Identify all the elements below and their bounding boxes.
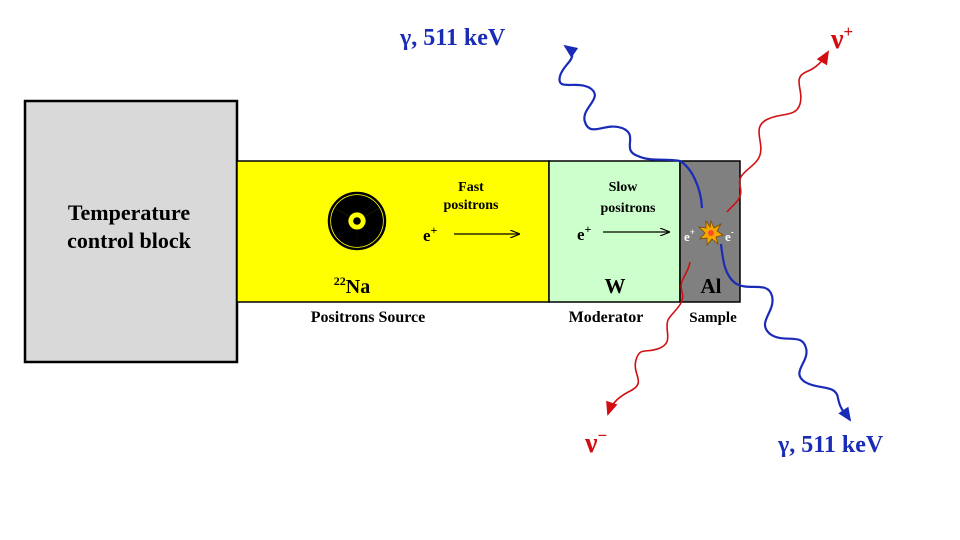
gamma-ray-top-wave [558, 44, 704, 209]
sample-positron-base: e [684, 229, 690, 244]
gamma-bottom-label: γ, 511 keV [777, 432, 884, 458]
sample-electron-base: e [725, 229, 731, 244]
neutrino-top-charge: + [844, 22, 854, 41]
slow-positrons-label-line2: positrons [601, 201, 657, 216]
source-isotope-mass: 22 [334, 274, 346, 288]
neutrino-bottom-wave [606, 261, 691, 416]
fast-positrons-label-line1: Fast [458, 180, 484, 195]
temperature-block-label-line2: control block [67, 228, 191, 253]
neutrino-top-wave [726, 50, 830, 213]
sample-positron-charge: + [690, 227, 695, 237]
sample-caption: Sample [689, 310, 737, 326]
sample-electron-charge: - [731, 227, 734, 237]
positrons-source-caption: Positrons Source [311, 309, 426, 326]
slow-positrons-label-line1: Slow [609, 180, 639, 195]
fast-positron-symbol: e+ [423, 223, 438, 245]
temperature-control-block [23, 99, 239, 364]
sample-positron-symbol: e+ [684, 227, 695, 244]
fast-positron-charge: + [431, 223, 438, 237]
annihilation-burst-icon [697, 219, 724, 247]
source-isotope-label: 22Na [334, 274, 370, 298]
sample-symbol: Al [701, 274, 722, 298]
fast-positron-base: e [423, 226, 431, 245]
source-isotope-symbol: Na [346, 276, 370, 298]
slow-positron-charge: + [585, 222, 592, 236]
neutrino-top-base: ν [830, 24, 844, 55]
gamma-top-label: γ, 511 keV [399, 25, 506, 51]
slow-positron-base: e [577, 225, 585, 244]
positron-source-block [236, 160, 550, 303]
gamma-ray-bottom-wave [719, 243, 852, 422]
moderator-caption: Moderator [569, 309, 644, 326]
temperature-block-label-line1: Temperature [68, 200, 190, 225]
neutrino-bottom-base: ν [584, 428, 598, 459]
neutrino-bottom-charge: − [598, 426, 608, 445]
slow-positron-symbol: e+ [577, 222, 592, 244]
sample-electron-symbol: e- [725, 227, 734, 244]
radiation-trefoil-icon [327, 191, 387, 251]
neutrino-top-label: ν+ [830, 22, 853, 55]
neutrino-bottom-label: ν− [584, 426, 607, 459]
fast-positrons-label-line2: positrons [444, 198, 500, 213]
moderator-symbol: W [605, 274, 626, 298]
